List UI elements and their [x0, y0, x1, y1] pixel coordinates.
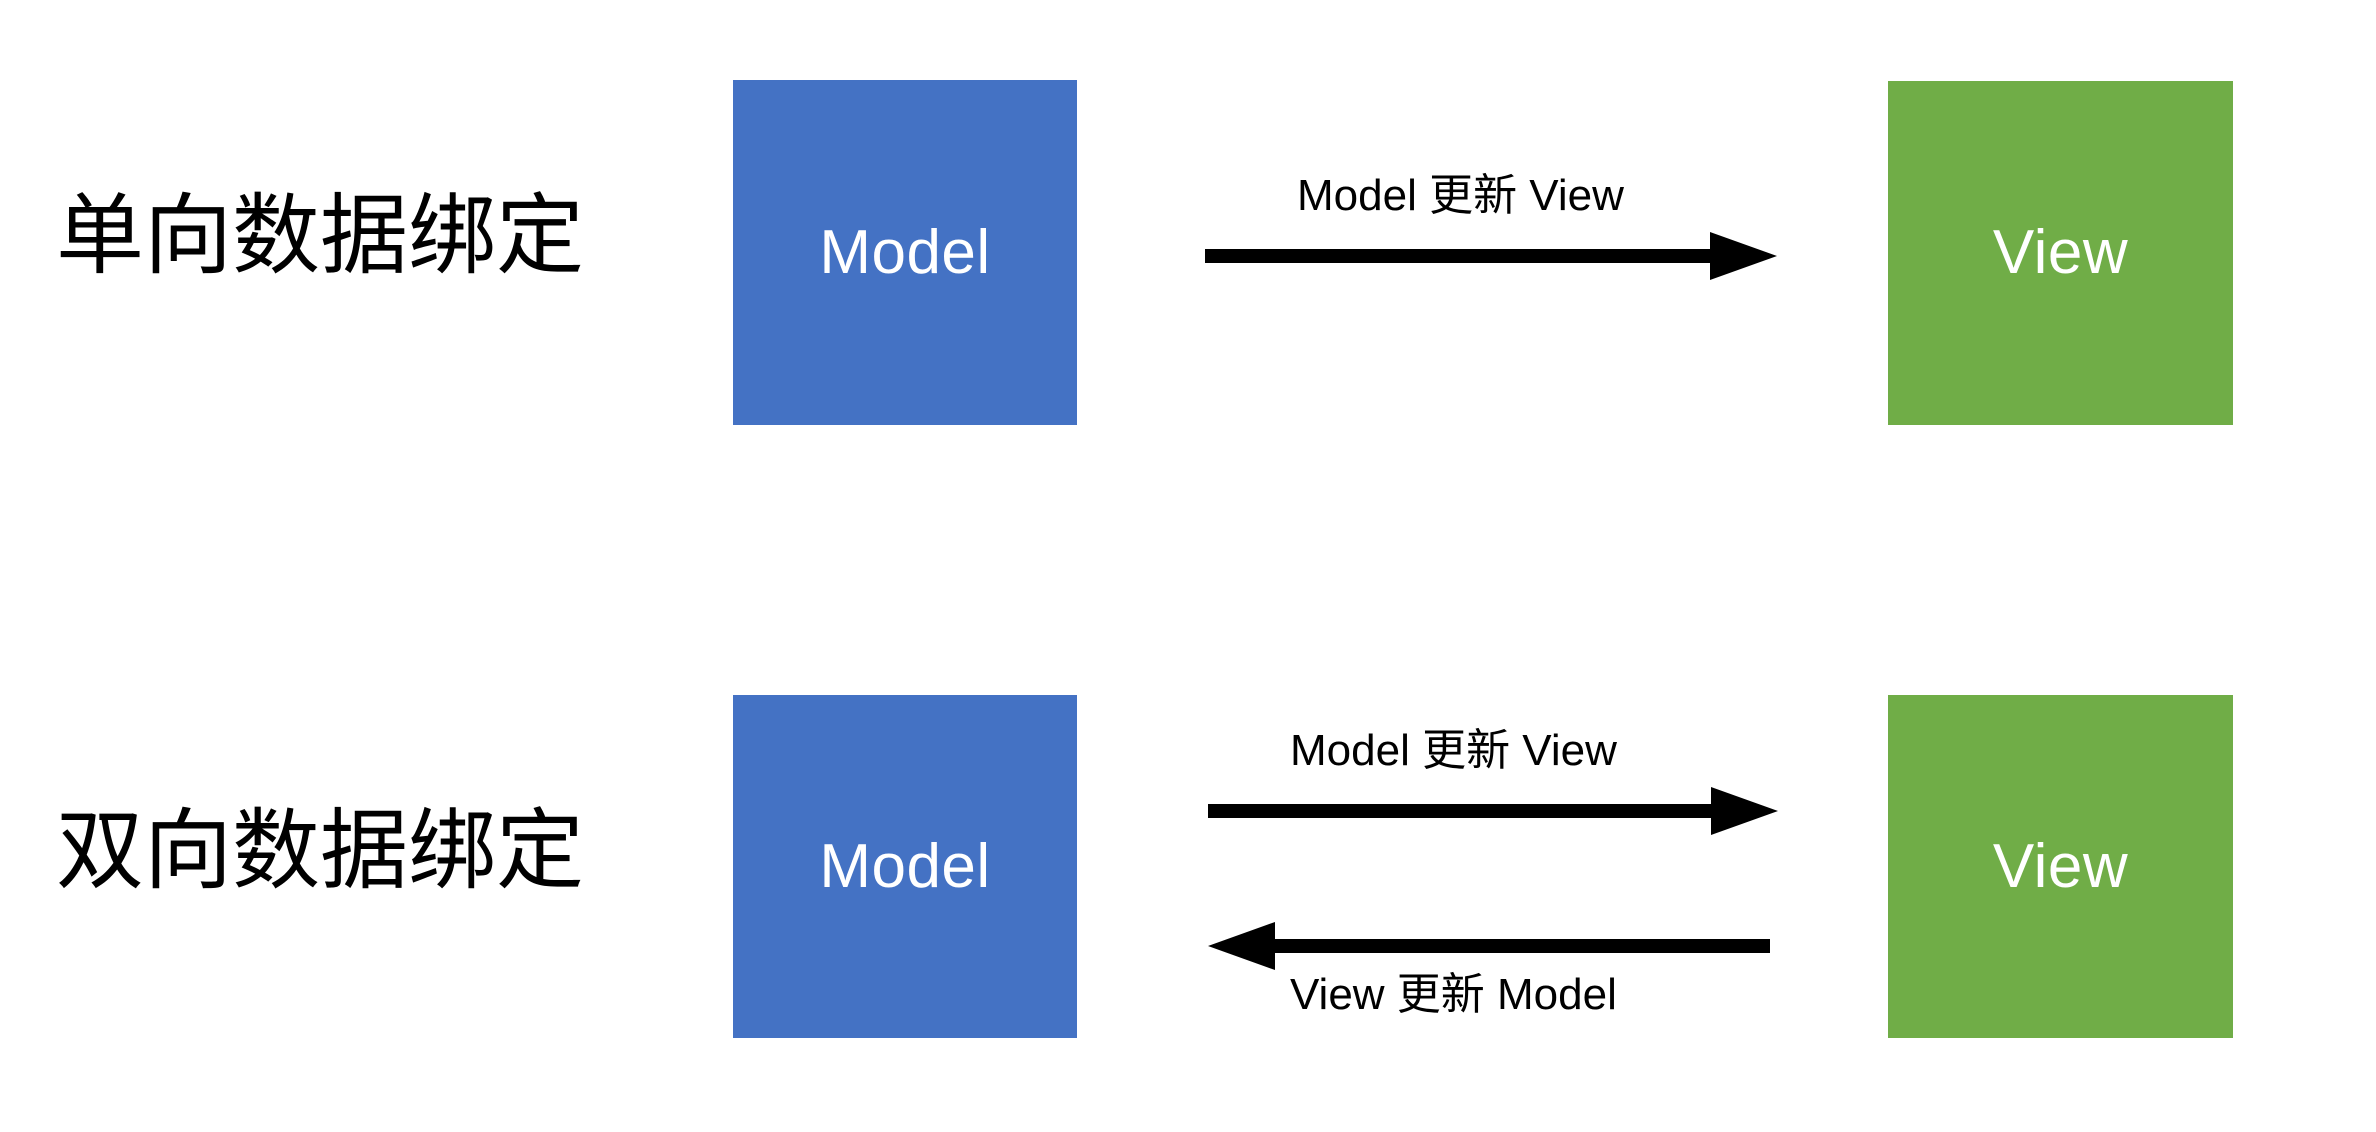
arrow-left-icon-view-updates-model-two-way [1208, 922, 1770, 970]
arrow-label-model-updates-view-one-way: Model 更新 View [1297, 171, 1624, 220]
model-node-one-way: Model [733, 80, 1077, 425]
view-node-label: View [1992, 831, 2129, 901]
arrow-label-view-updates-model-two-way: View 更新 Model [1290, 970, 1617, 1019]
view-node-two-way: View [1888, 695, 2233, 1038]
view-node-label: View [1992, 218, 2129, 287]
model-node-two-way: Model [733, 695, 1077, 1038]
model-node-label: Model [819, 217, 991, 287]
view-node-one-way: View [1888, 81, 2233, 425]
model-node-label: Model [819, 831, 991, 901]
arrow-label-model-updates-view-two-way: Model 更新 View [1290, 726, 1617, 775]
arrow-right-icon-model-updates-view-two-way [1208, 787, 1778, 835]
arrow-right-icon-model-updates-view-one-way [1205, 232, 1777, 280]
section-title-two-way: 双向数据绑定 [56, 801, 585, 900]
section-title-one-way: 单向数据绑定 [56, 186, 585, 285]
